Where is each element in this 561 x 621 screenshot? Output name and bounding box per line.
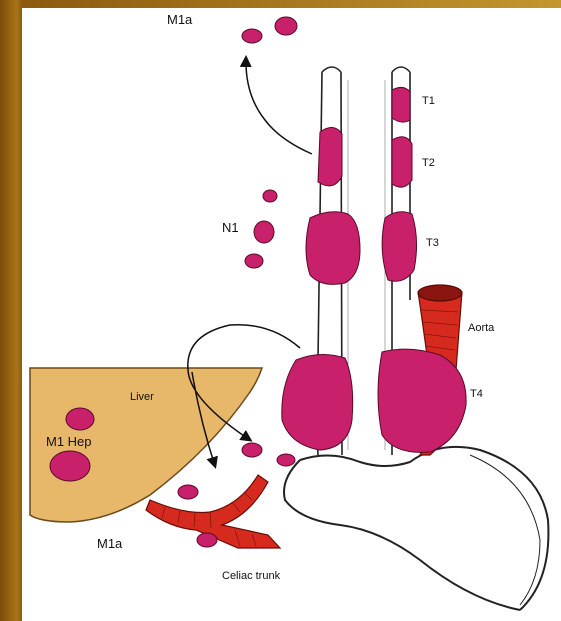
node-celiac-3 (178, 485, 198, 499)
stomach (284, 447, 548, 610)
label-n1: N1 (222, 220, 239, 235)
label-t3: T3 (426, 237, 439, 249)
node-m1a-top-2 (275, 17, 297, 35)
stomach-inner-wall (470, 455, 540, 605)
node-n1-1 (263, 190, 277, 202)
node-celiac-4 (197, 533, 217, 547)
tumor-t3-right (382, 212, 416, 282)
node-celiac-1 (242, 443, 262, 457)
label-t1: T1 (422, 95, 435, 107)
label-m1a-top: M1a (167, 12, 193, 27)
node-celiac-2 (277, 454, 295, 466)
node-hep-1 (66, 408, 94, 430)
node-n1-3 (245, 254, 263, 268)
node-n1-2 (254, 221, 274, 243)
label-celiac-trunk: Celiac trunk (222, 570, 281, 582)
label-aorta: Aorta (468, 322, 495, 334)
tumor-t1 (392, 87, 410, 122)
tumor-t4-left (282, 354, 353, 450)
tumors (282, 87, 466, 452)
tumor-t2-left (318, 127, 342, 185)
arrow-to-m1a-top (246, 58, 312, 154)
label-t4: T4 (470, 388, 483, 400)
tumor-t2-right (392, 137, 412, 187)
node-m1a-top-1 (242, 29, 262, 43)
tumor-t3-left (306, 212, 360, 285)
node-hep-2 (50, 451, 90, 481)
label-m1a-bottom: M1a (97, 536, 123, 551)
label-m1-hep: M1 Hep (46, 434, 92, 449)
label-liver: Liver (130, 391, 154, 403)
label-t2: T2 (422, 157, 435, 169)
tumor-t4-right (378, 349, 466, 452)
